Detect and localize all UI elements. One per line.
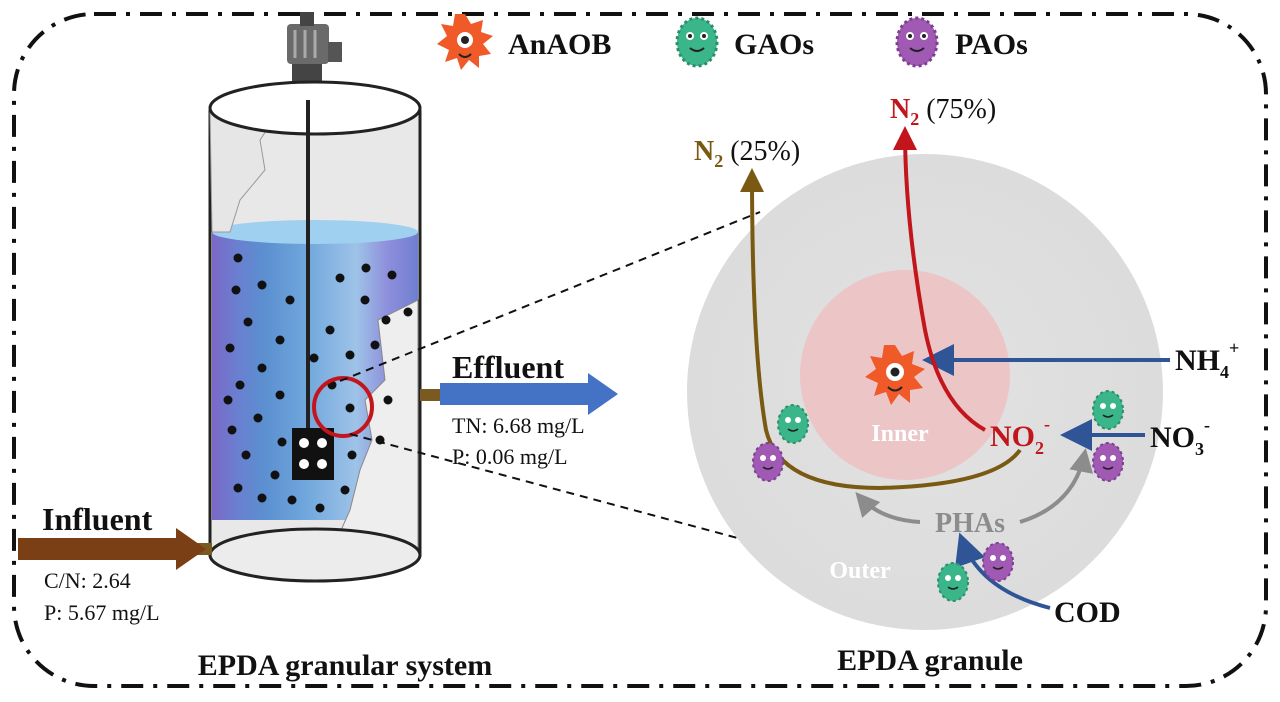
influent-arrow	[18, 528, 206, 570]
legend-gaos-label: GAOs	[734, 28, 814, 61]
n2-left-label: N2 (25%)	[694, 136, 800, 171]
impeller-icon	[292, 428, 334, 480]
paos-icon-outer-right	[1092, 442, 1124, 482]
paos-icon-bottom	[982, 542, 1014, 582]
cod-label: COD	[1054, 596, 1121, 629]
influent-label: Influent	[42, 501, 153, 537]
legend-paos-label: PAOs	[955, 28, 1028, 61]
phas-arrow-right	[1019, 448, 1094, 524]
gaos-icon-outer-right	[1092, 390, 1124, 430]
gaos-icon-bottom	[937, 562, 969, 602]
dashed-frame	[12, 12, 1268, 688]
no2-label: NO2-	[990, 414, 1050, 458]
effluent-tn: TN: 6.68 mg/L	[452, 413, 585, 438]
legend-anaob-label: AnAOB	[508, 28, 611, 61]
paos-icon-outer-left	[752, 442, 784, 482]
legend: AnAOB GAOs PAOs	[437, 14, 1028, 70]
n2-left-arrow	[740, 168, 1022, 491]
inner-label: Inner	[871, 421, 929, 447]
inner-anaob-icon	[865, 345, 925, 405]
gaos-icon	[675, 16, 719, 68]
nh4-label: NH4+	[1175, 338, 1239, 382]
no3-label: NO3-	[1150, 415, 1210, 459]
phas-arrow-left	[855, 491, 921, 524]
outer-label: Outer	[829, 558, 891, 584]
influent-p: P: 5.67 mg/L	[44, 600, 160, 625]
effluent-p: P: 0.06 mg/L	[452, 444, 568, 469]
granule-caption: EPDA granule	[837, 644, 1023, 677]
effluent-arrow	[440, 373, 618, 415]
influent-cn: C/N: 2.64	[44, 568, 131, 593]
n2-right-arrow	[893, 126, 986, 432]
zoom-circle	[312, 376, 374, 438]
anaob-icon	[437, 14, 493, 70]
zoom-line-top	[339, 211, 761, 382]
n2-right-label: N2 (75%)	[890, 94, 996, 129]
granule: Inner Outer	[687, 154, 1163, 630]
zoom-line-bottom	[349, 433, 746, 541]
paos-icon	[895, 16, 939, 68]
cod-arrow	[955, 532, 1051, 610]
granule-dots	[223, 253, 413, 513]
gaos-icon-outer-left	[777, 404, 809, 444]
effluent-label: Effluent	[452, 349, 564, 385]
reactor-caption: EPDA granular system	[198, 649, 492, 682]
phas-label: PHAs	[935, 508, 1005, 539]
reactor	[190, 12, 440, 583]
